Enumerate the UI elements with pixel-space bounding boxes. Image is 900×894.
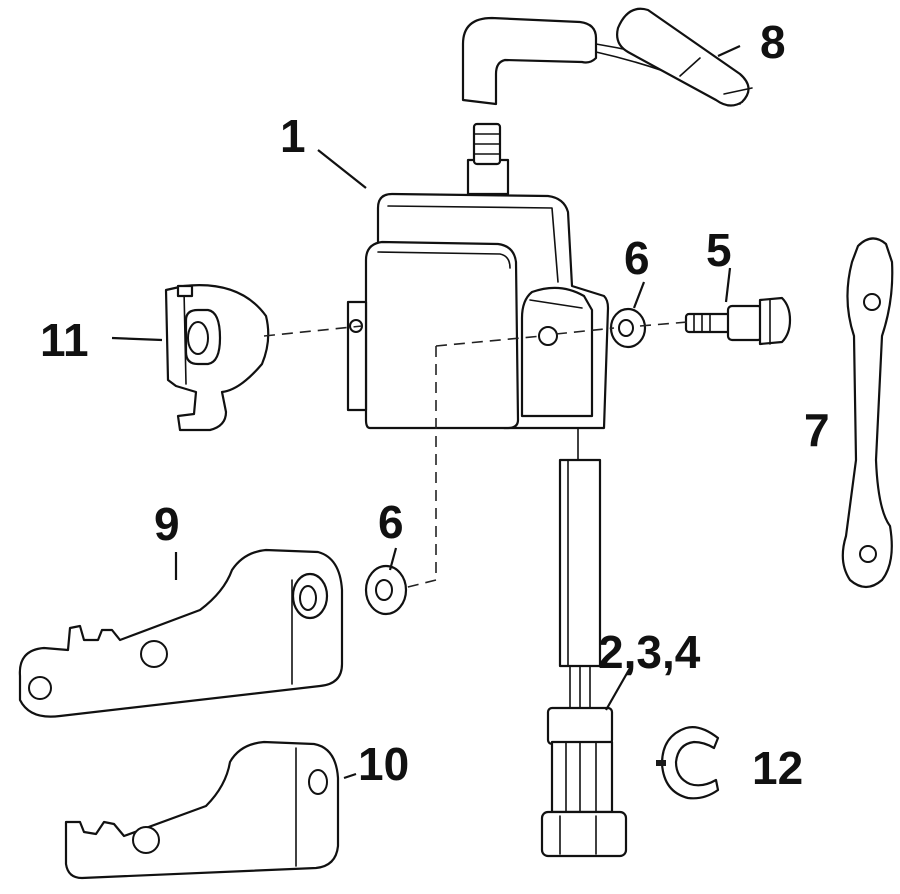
- leader-lines: [111, 44, 741, 780]
- callout-6-lower: 6: [378, 496, 404, 548]
- part-6-washer-upper: [609, 307, 647, 349]
- callout-6-upper: 6: [624, 232, 650, 284]
- callout-1: 1: [280, 110, 306, 162]
- alignment-lines: [263, 321, 689, 589]
- part-1-ignition-coil: [346, 122, 610, 461]
- callout-9: 9: [154, 498, 180, 550]
- part-6-washer-lower: [364, 564, 408, 616]
- callouts: 1 2,3,4 5 6 6 7 8 9 10 11 12: [40, 16, 830, 794]
- callout-10: 10: [358, 738, 409, 790]
- part-2-3-4-wire-harness-connector: [540, 458, 628, 858]
- callout-5: 5: [706, 224, 732, 276]
- part-9-bracket: [18, 548, 344, 718]
- part-5-bolt: [684, 296, 792, 346]
- callout-7: 7: [804, 404, 830, 456]
- part-7-link-bar: [841, 237, 894, 589]
- part-11-clip: [164, 284, 270, 432]
- part-12-wire-clip: [656, 726, 720, 800]
- callout-12: 12: [752, 742, 803, 794]
- part-8-spark-plug-lead: [461, 7, 753, 107]
- part-10-bracket: [64, 740, 340, 880]
- callout-2-3-4: 2,3,4: [598, 626, 701, 678]
- callout-8: 8: [760, 16, 786, 68]
- callout-11: 11: [40, 314, 89, 366]
